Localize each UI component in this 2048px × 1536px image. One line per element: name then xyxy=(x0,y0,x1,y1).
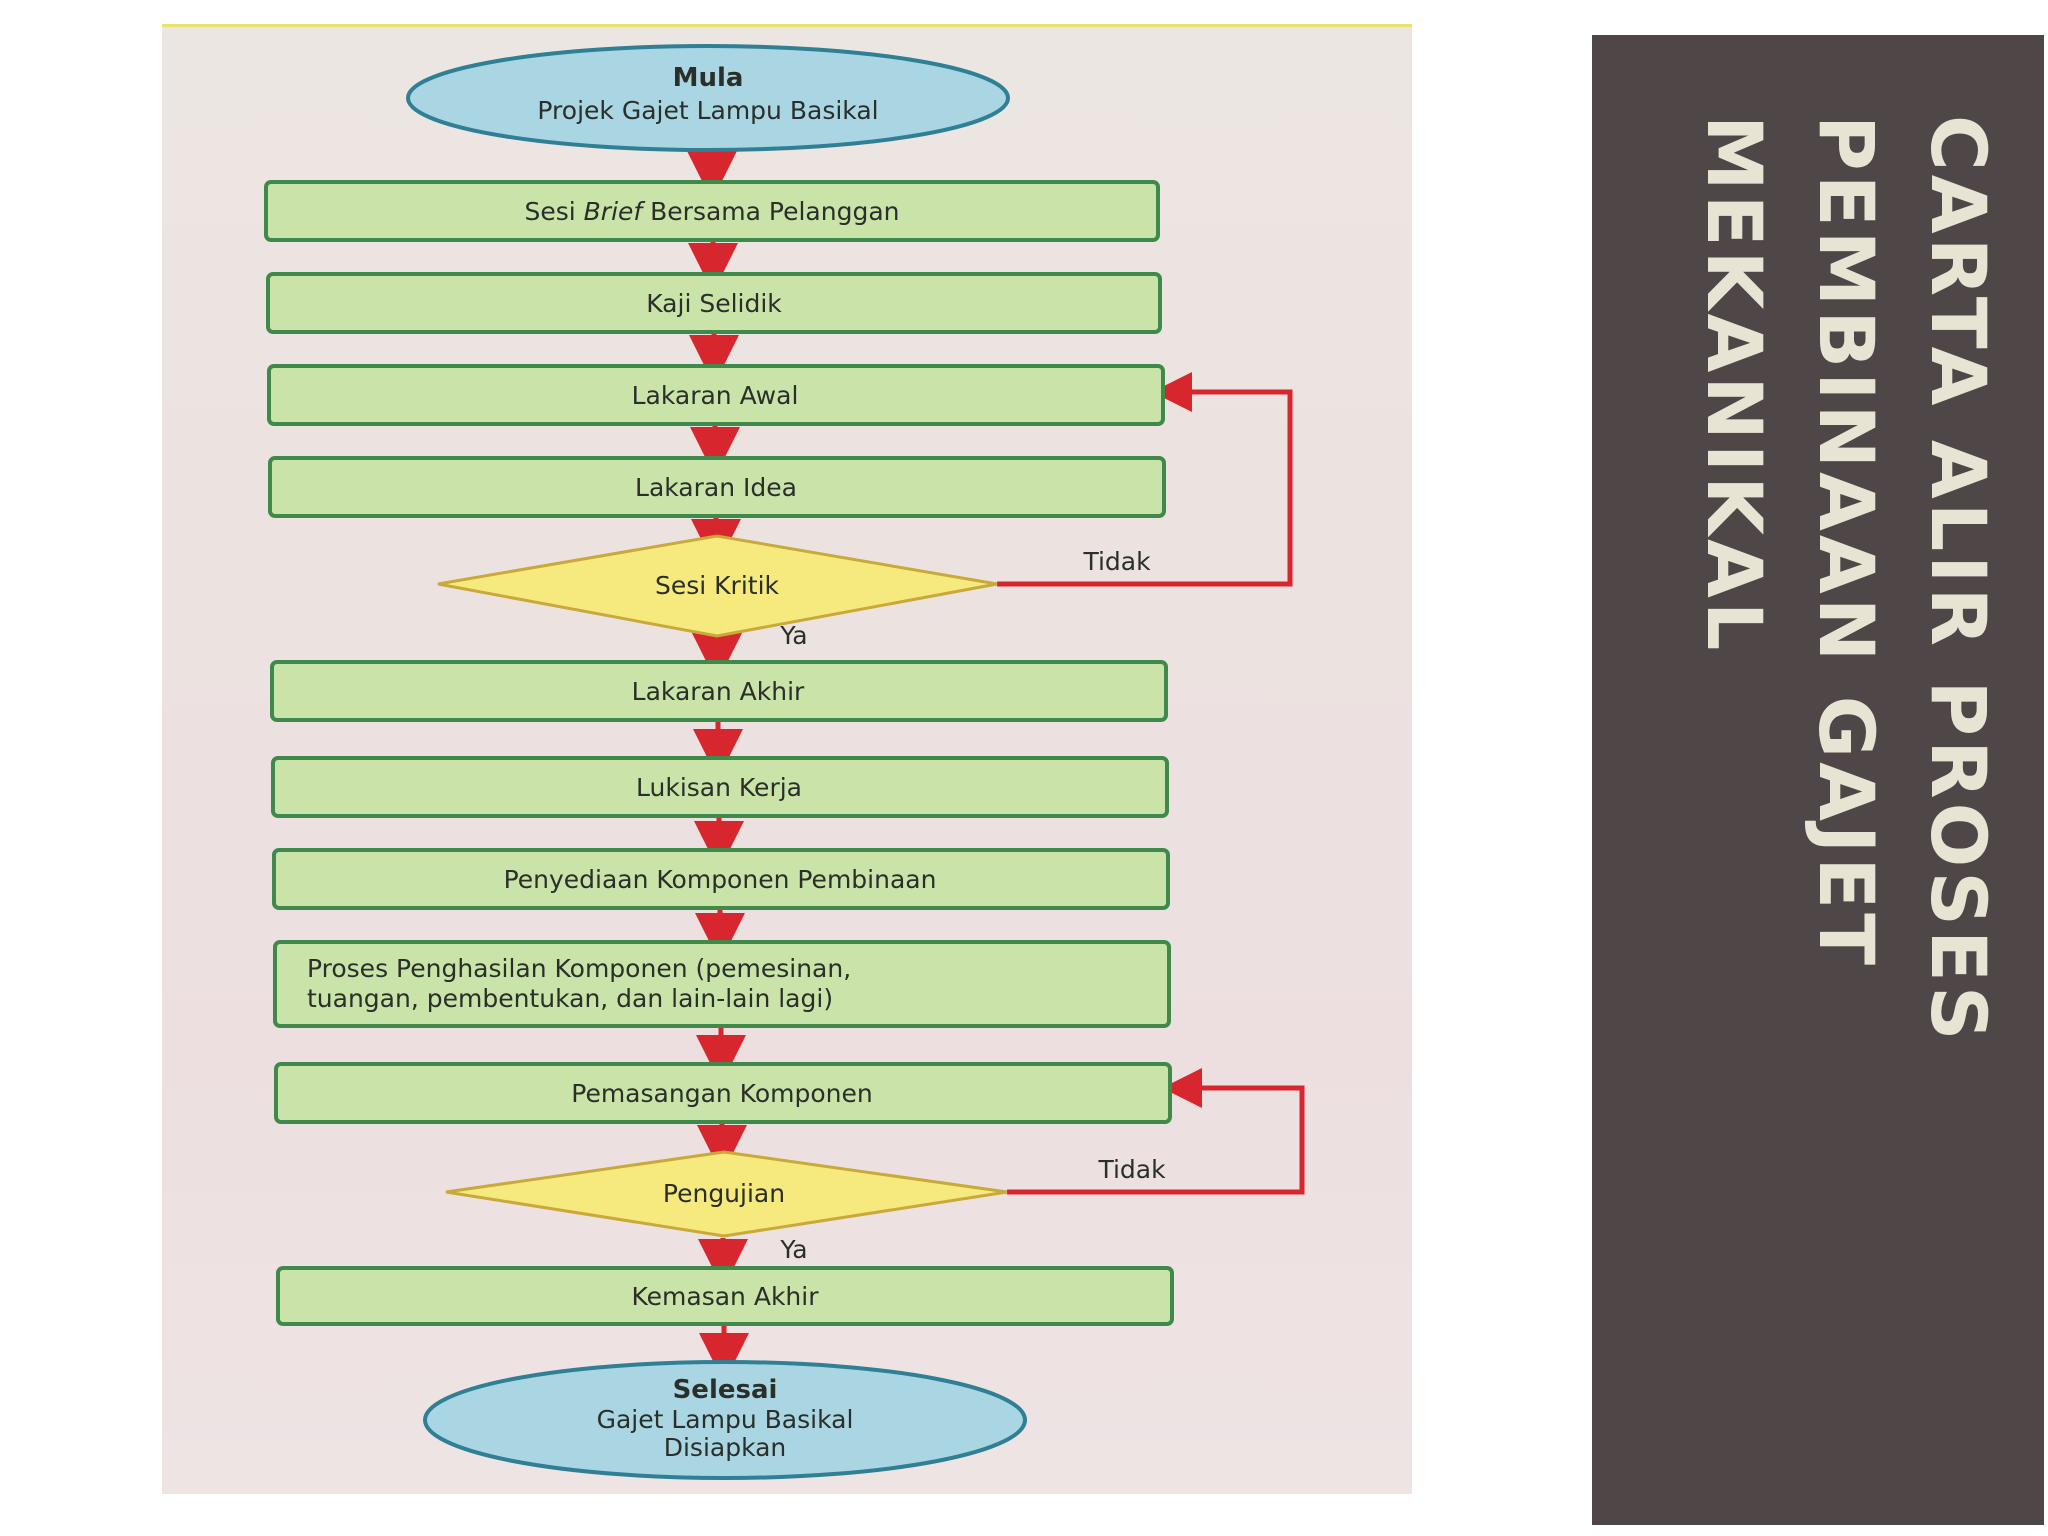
step-lakaran-idea-label: Lakaran Idea xyxy=(635,473,797,502)
label-ya-kritik: Ya xyxy=(779,621,807,650)
step-kemasan-akhir: Kemasan Akhir xyxy=(276,1266,1174,1326)
step-lakaran-awal-label: Lakaran Awal xyxy=(632,381,799,410)
flowchart-diagram: Mula Projek Gajet Lampu Basikal Sesi Bri… xyxy=(264,44,1305,1480)
label-tidak-pengujian: Tidak xyxy=(1097,1155,1166,1184)
step-proses-line1: Proses Penghasilan Komponen (pemesinan, xyxy=(307,954,851,983)
step-kemasan-akhir-label: Kemasan Akhir xyxy=(632,1282,820,1311)
loop-arrow-pengujian xyxy=(1007,1068,1305,1195)
step-lakaran-akhir-label: Lakaran Akhir xyxy=(632,677,805,706)
decision-sesi-kritik: Sesi Kritik xyxy=(437,534,998,638)
step-lakaran-akhir: Lakaran Akhir xyxy=(270,660,1168,722)
step-penyediaan-label: Penyediaan Komponen Pembinaan xyxy=(504,865,937,894)
end-line2: Disiapkan xyxy=(664,1433,787,1462)
decision-sesi-kritik-label: Sesi Kritik xyxy=(655,571,780,600)
title-panel: CARTA ALIR PROSES PEMBINAAN GAJET MEKANI… xyxy=(1592,35,2044,1525)
label-ya-pengujian: Ya xyxy=(779,1235,807,1264)
start-terminal: Mula Projek Gajet Lampu Basikal xyxy=(406,44,1010,152)
step-kaji-selidik-label: Kaji Selidik xyxy=(646,289,782,318)
end-line1: Gajet Lampu Basikal xyxy=(597,1405,854,1434)
loop-arrow-kritik xyxy=(997,372,1293,587)
step-lakaran-awal: Lakaran Awal xyxy=(267,364,1165,426)
start-text: Projek Gajet Lampu Basikal xyxy=(537,96,878,125)
flow-arrows xyxy=(687,148,749,1383)
title-line-3: MEKANIKAL xyxy=(1690,115,1779,655)
step-brief: Sesi Brief Bersama Pelanggan xyxy=(264,180,1160,242)
step-brief-prefix: Sesi xyxy=(524,197,583,226)
step-penyediaan: Penyediaan Komponen Pembinaan xyxy=(272,848,1170,910)
end-heading: Selesai xyxy=(673,1375,778,1405)
label-tidak-kritik: Tidak xyxy=(1082,547,1151,576)
title-line-1: CARTA ALIR PROSES xyxy=(1914,115,2003,1045)
flowchart-photo: Mula Projek Gajet Lampu Basikal Sesi Bri… xyxy=(162,24,1412,1494)
svg-text:Sesi Brief Bersama Pelanggan: Sesi Brief Bersama Pelanggan xyxy=(524,197,899,226)
step-brief-suffix: Bersama Pelanggan xyxy=(642,197,899,226)
step-lukisan-kerja-label: Lukisan Kerja xyxy=(636,773,802,802)
start-heading: Mula xyxy=(673,63,744,93)
step-proses-penghasilan: Proses Penghasilan Komponen (pemesinan, … xyxy=(273,940,1171,1028)
step-lukisan-kerja: Lukisan Kerja xyxy=(271,756,1169,818)
step-brief-italic: Brief xyxy=(584,197,646,226)
step-pemasangan: Pemasangan Komponen xyxy=(274,1062,1172,1124)
step-kaji-selidik: Kaji Selidik xyxy=(266,272,1162,334)
step-lakaran-idea: Lakaran Idea xyxy=(268,456,1166,518)
slide-title: CARTA ALIR PROSES PEMBINAAN GAJET MEKANI… xyxy=(1678,115,2014,1045)
end-terminal: Selesai Gajet Lampu Basikal Disiapkan xyxy=(423,1360,1027,1480)
decision-pengujian-label: Pengujian xyxy=(663,1179,785,1208)
step-pemasangan-label: Pemasangan Komponen xyxy=(571,1079,872,1108)
step-proses-line2: tuangan, pembentukan, dan lain-lain lagi… xyxy=(307,984,833,1013)
title-line-2: PEMBINAAN GAJET xyxy=(1802,115,1891,969)
decision-pengujian: Pengujian xyxy=(445,1150,1008,1238)
